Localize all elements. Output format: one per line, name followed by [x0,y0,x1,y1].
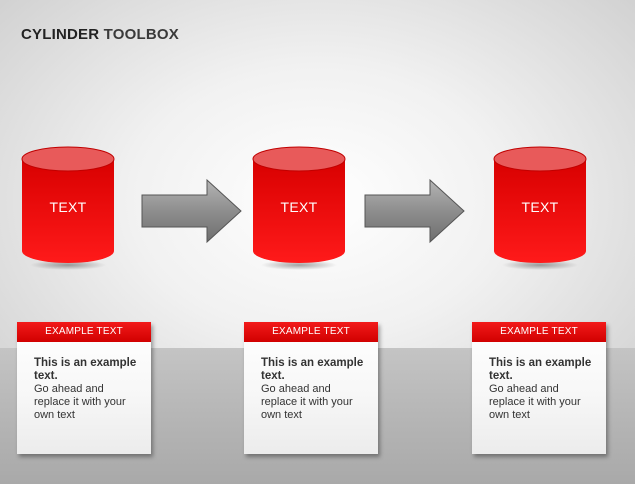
cylinder-label: TEXT [521,199,559,215]
card-body-text: Go ahead and replace it with your own te… [489,383,581,421]
cylinder-2[interactable]: TEXT [251,143,347,273]
card-bold-text: This is an example text. [261,357,364,382]
card-bold-text: This is an example text. [489,357,592,382]
card-body-text: Go ahead and replace it with your own te… [261,383,353,421]
arrow-right-icon [364,178,465,244]
info-card-3: EXAMPLE TEXT This is an example text. Go… [472,322,606,454]
title-part-toolbox: TOOLBOX [103,26,179,43]
cylinder-1[interactable]: TEXT [20,143,116,273]
card-heading: EXAMPLE TEXT [472,322,606,342]
info-card-1: EXAMPLE TEXT This is an example text. Go… [17,322,151,454]
cylinder-label: TEXT [49,199,87,215]
arrow-right-icon [141,178,242,244]
info-card-2: EXAMPLE TEXT This is an example text. Go… [244,322,378,454]
card-heading: EXAMPLE TEXT [17,322,151,342]
cylinder-label: TEXT [280,199,318,215]
card-heading: EXAMPLE TEXT [244,322,378,342]
card-body-text: Go ahead and replace it with your own te… [34,383,126,421]
card-bold-text: This is an example text. [34,357,137,382]
page-title: CYLINDER TOOLBOX [21,26,179,43]
title-part-cylinder: CYLINDER [21,26,100,43]
cylinder-3[interactable]: TEXT [492,143,588,273]
